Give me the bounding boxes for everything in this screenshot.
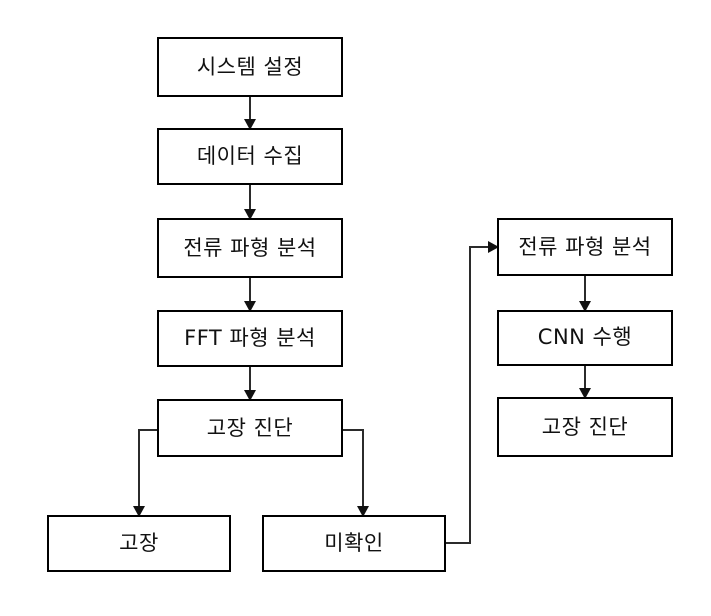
node-data-collection[interactable]: 데이터 수집 <box>157 128 343 185</box>
node-right-current-waveform-analysis[interactable]: 전류 파형 분석 <box>497 218 673 276</box>
node-right-fault-diagnosis-label: 고장 진단 <box>542 415 628 439</box>
node-current-waveform-analysis-label: 전류 파형 분석 <box>183 236 316 260</box>
edge-system-setup-to-data-collection <box>244 96 256 130</box>
node-system-setup[interactable]: 시스템 설정 <box>157 37 343 97</box>
node-data-collection-label: 데이터 수집 <box>197 144 303 168</box>
edge-right-current-waveform-analysis-to-cnn <box>579 275 591 312</box>
node-fault-diagnosis[interactable]: 고장 진단 <box>157 399 343 457</box>
node-cnn-execution-label: CNN 수행 <box>538 325 632 349</box>
edge-fault-diagnosis-to-unconfirmed <box>342 429 369 517</box>
edge-unconfirmed-to-right-current-waveform-analysis <box>445 241 499 544</box>
edge-fft-analysis-to-fault-diagnosis <box>244 366 256 401</box>
edge-data-collection-to-current-waveform-analysis <box>244 184 256 220</box>
node-fft-waveform-analysis[interactable]: FFT 파형 분석 <box>157 310 343 367</box>
node-right-current-waveform-analysis-label: 전류 파형 분석 <box>518 235 651 259</box>
node-fault[interactable]: 고장 <box>47 515 231 572</box>
node-fault-label: 고장 <box>119 531 159 555</box>
node-system-setup-label: 시스템 설정 <box>197 55 303 79</box>
node-cnn-execution[interactable]: CNN 수행 <box>497 310 673 366</box>
node-right-fault-diagnosis[interactable]: 고장 진단 <box>497 397 673 457</box>
node-unconfirmed[interactable]: 미확인 <box>262 515 446 572</box>
node-current-waveform-analysis[interactable]: 전류 파형 분석 <box>157 218 343 278</box>
node-fault-diagnosis-label: 고장 진단 <box>207 416 293 440</box>
node-fft-waveform-analysis-label: FFT 파형 분석 <box>184 326 316 350</box>
edge-fault-diagnosis-to-fault <box>133 429 158 517</box>
edge-current-waveform-analysis-to-fft-analysis <box>244 277 256 312</box>
node-unconfirmed-label: 미확인 <box>324 531 383 555</box>
edge-cnn-to-right-fault-diagnosis <box>579 365 591 399</box>
